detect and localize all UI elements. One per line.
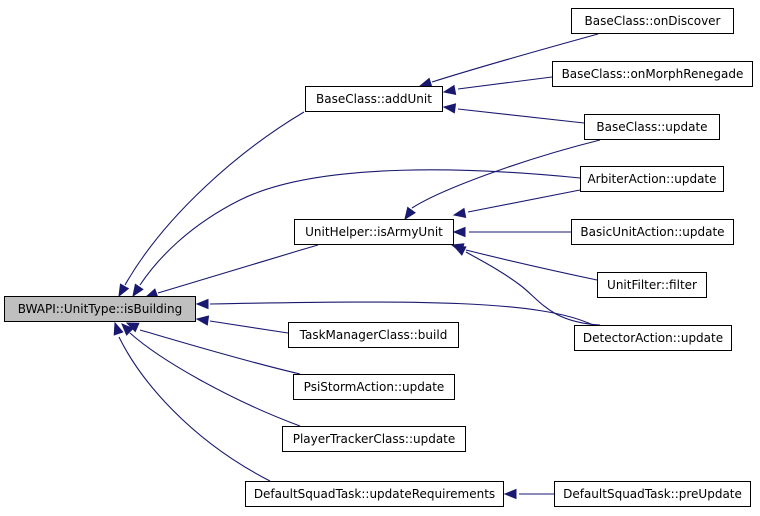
node-arbiteraction-update[interactable]: ArbiterAction::update <box>580 166 724 192</box>
node-isbuilding: BWAPI::UnitType::isBuilding <box>4 296 196 322</box>
edge-bcupdate-to-isarmyunit <box>411 139 601 209</box>
node-defaultsquadtask-preupdate[interactable]: DefaultSquadTask::preUpdate <box>554 481 751 507</box>
edge-updatereq-to-isbuilding <box>118 336 271 482</box>
node-psistormaction-update[interactable]: PsiStormAction::update <box>293 374 455 400</box>
node-baseclass-addunit[interactable]: BaseClass::addUnit <box>305 86 443 112</box>
node-baseclass-ondiscover[interactable]: BaseClass::onDiscover <box>571 8 734 34</box>
edge-tmbuild-to-isbuilding <box>209 320 289 334</box>
edge-onmorph-to-addunit-arrowhead <box>442 84 457 96</box>
edge-updatereq-to-isbuilding-arrowhead <box>113 321 124 336</box>
edge-onmorph-to-addunit <box>457 76 553 90</box>
edge-basicunit-to-isarmyunit-arrowhead <box>452 226 466 238</box>
edge-preupdate-to-updatereq-arrowhead <box>503 488 517 500</box>
edge-detector-to-isarmyunit <box>465 251 601 326</box>
node-basicunitaction-update[interactable]: BasicUnitAction::update <box>571 219 734 245</box>
edge-arbiter-to-isarmyunit <box>467 189 581 213</box>
edge-bcupdate-to-isarmyunit-arrowhead <box>404 206 416 221</box>
edge-psistorm-to-isbuilding <box>139 329 301 375</box>
edge-bcupdate-to-addunit <box>457 108 585 124</box>
edge-addunit-to-isbuilding <box>124 111 305 286</box>
node-unithelper-isarmyunit[interactable]: UnitHelper::isArmyUnit <box>294 219 454 245</box>
edge-isarmyunit-to-isbuilding <box>157 244 319 294</box>
edge-bcupdate-to-addunit-arrowhead <box>442 103 457 114</box>
node-unitfilter-filter[interactable]: UnitFilter::filter <box>597 272 707 298</box>
node-playertrackerclass-update[interactable]: PlayerTrackerClass::update <box>282 426 466 452</box>
edge-detector-to-isbuilding-arrowhead <box>195 298 209 310</box>
node-baseclass-onmorphrenegade[interactable]: BaseClass::onMorphRenegade <box>552 61 753 87</box>
edge-unitfilter-to-isarmyunit <box>465 249 598 281</box>
node-baseclass-update[interactable]: BaseClass::update <box>584 114 720 140</box>
edge-arbiter-to-isbuilding-arrowhead <box>132 283 144 298</box>
edge-playertracker-to-isbuilding-arrowhead <box>121 323 134 336</box>
edge-tmbuild-to-isbuilding-arrowhead <box>195 315 210 326</box>
edge-ondiscover-to-addunit <box>431 33 599 83</box>
node-defaultsquadtask-updaterequirements[interactable]: DefaultSquadTask::updateRequirements <box>245 481 504 507</box>
edge-detector-to-isbuilding <box>209 301 594 326</box>
edge-detector-to-isarmyunit-arrowhead <box>452 245 467 256</box>
node-detectoraction-update[interactable]: DetectorAction::update <box>574 325 732 351</box>
edge-playertracker-to-isbuilding <box>129 332 301 427</box>
edge-psistorm-to-isbuilding-arrowhead <box>125 322 140 333</box>
edge-arbiter-to-isarmyunit-arrowhead <box>452 207 467 219</box>
edge-addunit-to-isbuilding-arrowhead <box>118 283 130 298</box>
node-taskmanagerclass-build[interactable]: TaskManagerClass::build <box>288 322 459 348</box>
